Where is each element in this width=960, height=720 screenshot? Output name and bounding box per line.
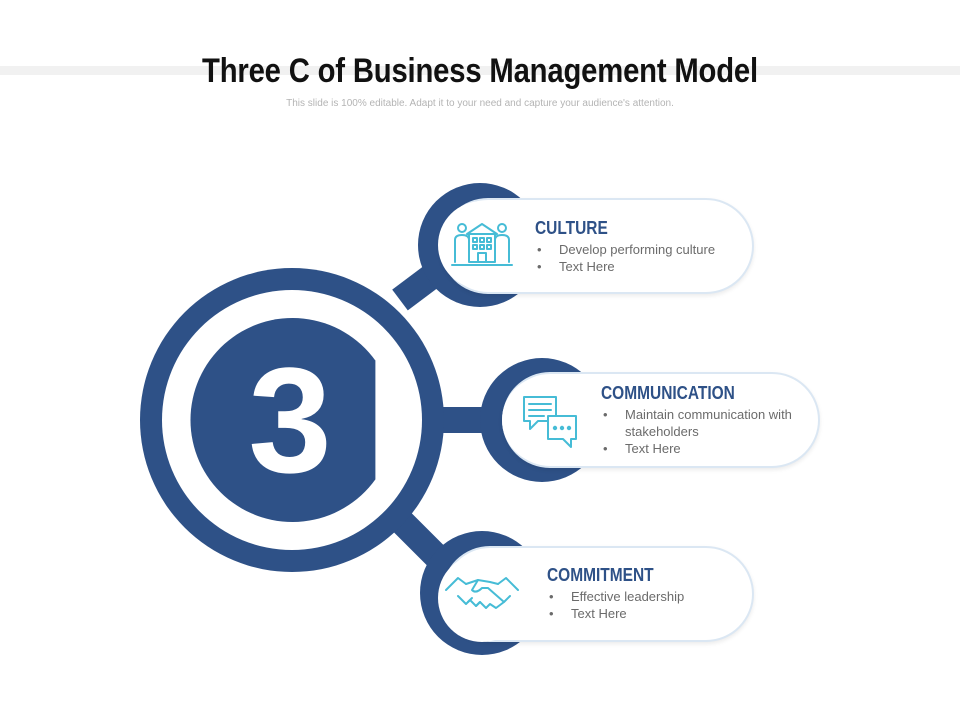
bullets-communication: Maintain communication with stakeholders… xyxy=(603,406,808,457)
item-title-communication: COMMUNICATION xyxy=(601,383,735,403)
item-title-commitment: COMMITMENT xyxy=(547,565,654,585)
center-number: 3 xyxy=(248,336,331,504)
c-shape xyxy=(190,318,376,523)
connector-commitment xyxy=(390,510,450,570)
bullet-item: Effective leadership xyxy=(549,588,749,605)
page-subtitle: This slide is 100% editable. Adapt it to… xyxy=(286,98,674,109)
bullet-item: Maintain communication with stakeholders xyxy=(603,406,808,440)
bullets-culture: Develop performing culture Text Here xyxy=(537,241,747,275)
item-title-culture: CULTURE xyxy=(535,218,608,238)
bullet-item: Develop performing culture xyxy=(537,241,747,258)
bullet-item: Text Here xyxy=(537,258,747,275)
bullets-commitment: Effective leadership Text Here xyxy=(549,588,749,622)
header-band xyxy=(0,66,960,75)
bullet-item: Text Here xyxy=(603,440,808,457)
bullet-item: Text Here xyxy=(549,605,749,622)
page-title: Three C of Business Management Model xyxy=(202,52,758,90)
